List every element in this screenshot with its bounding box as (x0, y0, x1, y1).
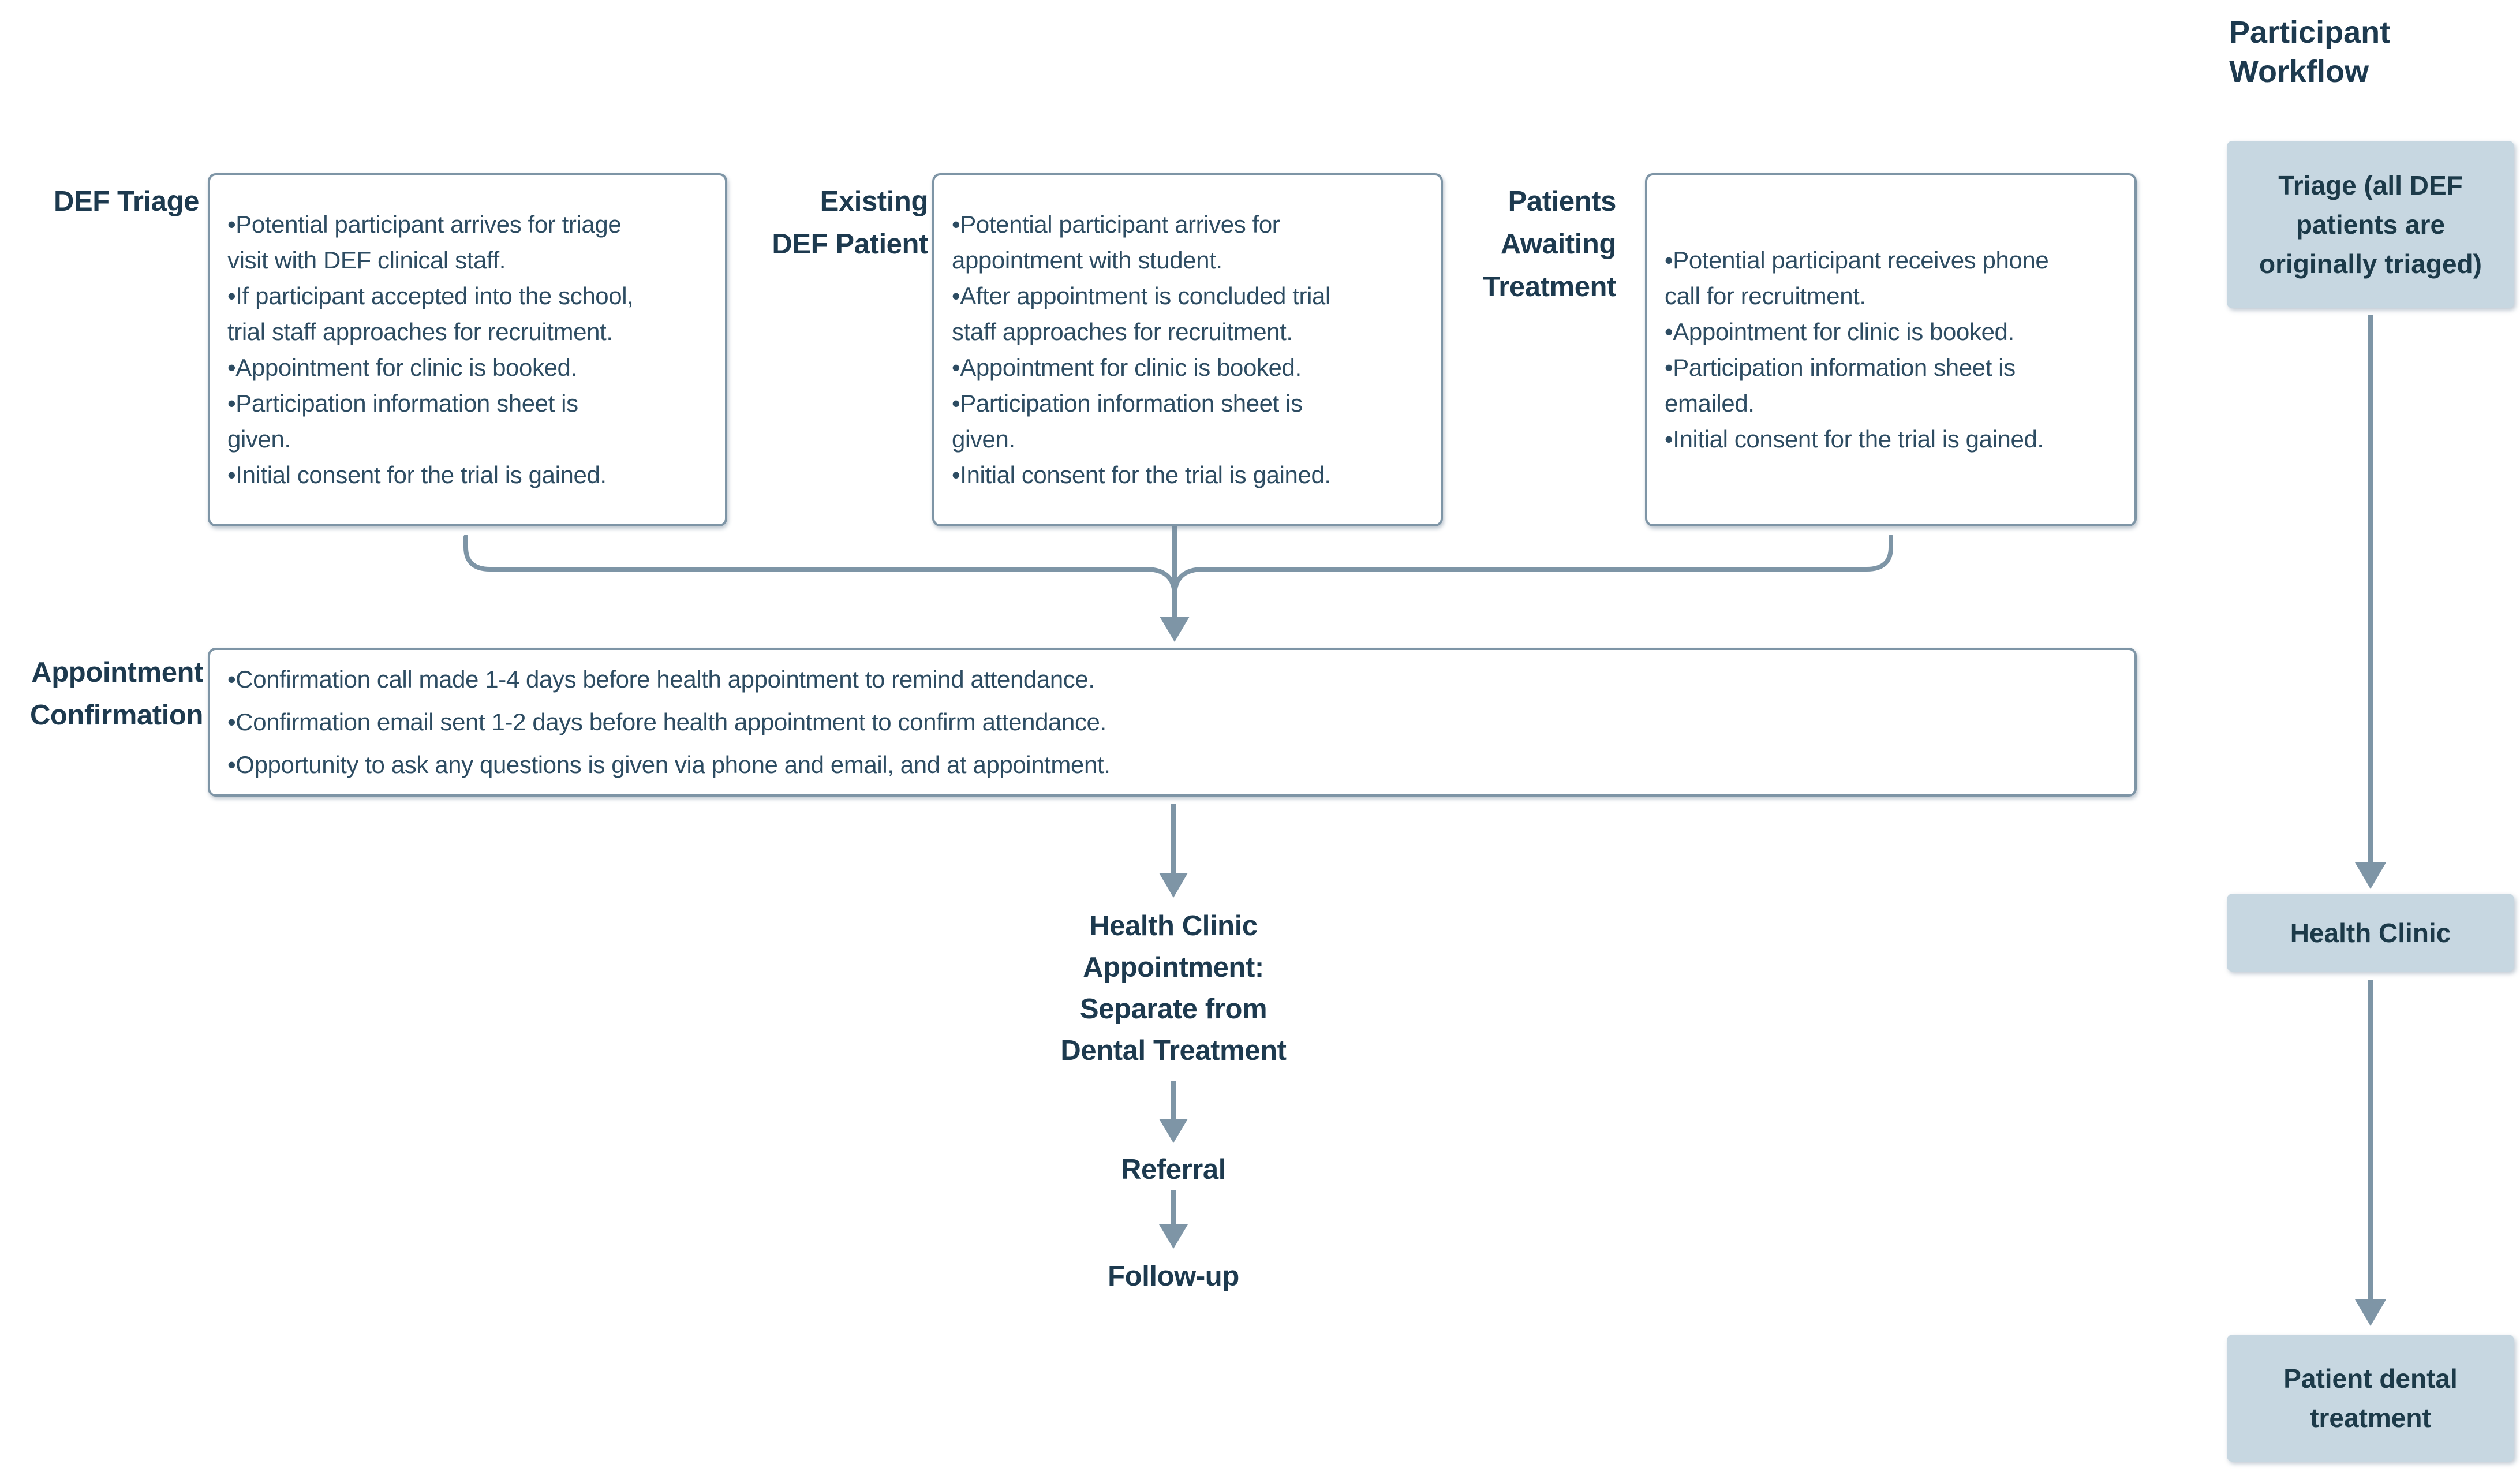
box-appointment-confirmation: •Confirmation call made 1-4 days before … (208, 648, 2137, 797)
sidebar-arrow-triage-to-clinic-head (2355, 862, 2386, 889)
flow-step-referral: Referral (1120, 1154, 1226, 1185)
label-appointment-confirmation: Appointment Confirmation (29, 657, 203, 731)
sidebar-box-patient-dental-treatment-text: Patient dental treatment (2283, 1364, 2458, 1433)
box-def-triage: •Potential participant arrives for triag… (208, 173, 727, 526)
sidebar-title: Participant Workflow (2229, 15, 2391, 89)
sidebar-box-patient-dental-treatment: Patient dental treatment (2227, 1335, 2514, 1462)
sidebar-box-health-clinic-text: Health Clinic (2290, 917, 2451, 948)
merge-bracket-left (463, 535, 1177, 598)
sidebar-box-triage-text: Triage (all DEF patients are originally … (2259, 170, 2482, 279)
arrow-confirmation-to-clinic-head (1159, 873, 1188, 898)
box-existing-def-patient: •Potential participant arrives for appoi… (932, 173, 1443, 526)
flow-step-health-clinic-appointment: Health Clinic Appointment: Separate from… (1060, 910, 1287, 1066)
box-existing-def-patient-text: •Potential participant arrives for appoi… (952, 211, 1331, 488)
merge-bracket-right (1172, 535, 1893, 598)
arrow-referral-to-followup-head (1159, 1224, 1188, 1249)
label-patients-awaiting-treatment: Patients Awaiting Treatment (1483, 186, 1616, 302)
arrow-clinic-to-referral-head (1159, 1119, 1188, 1143)
sidebar-box-triage: Triage (all DEF patients are originally … (2227, 141, 2514, 308)
sidebar-arrow-clinic-to-dental-head (2355, 1299, 2386, 1326)
sidebar-box-health-clinic: Health Clinic (2227, 894, 2514, 972)
label-def-triage: DEF Triage (54, 186, 199, 217)
merge-arrow-head (1160, 617, 1190, 642)
box-patients-awaiting-treatment-text: •Potential participant receives phone ca… (1665, 246, 2049, 453)
flow-step-follow-up: Follow-up (1108, 1261, 1239, 1292)
box-def-triage-text: •Potential participant arrives for triag… (227, 211, 634, 488)
box-patients-awaiting-treatment: •Potential participant receives phone ca… (1645, 173, 2137, 526)
box-appointment-confirmation-text: •Confirmation call made 1-4 days before … (227, 666, 1111, 778)
label-existing-def-patient: Existing DEF Patient (772, 186, 928, 260)
